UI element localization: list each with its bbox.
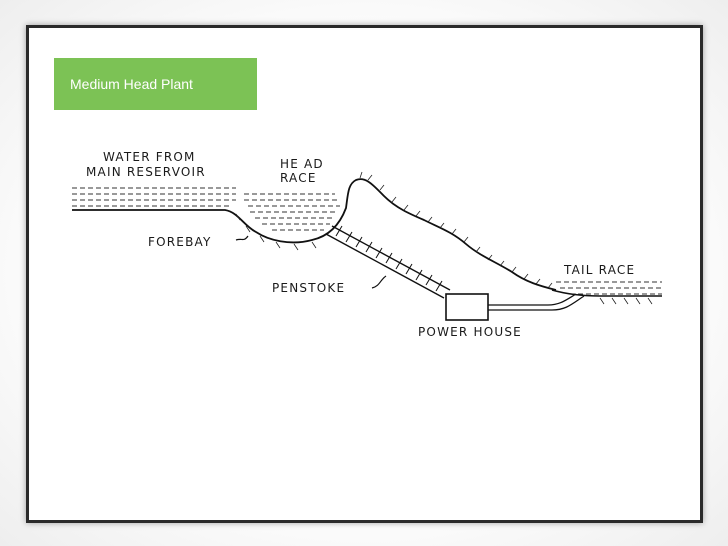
slope-texture <box>235 171 553 289</box>
penstock-hatch <box>335 225 443 292</box>
forebay-leader <box>235 235 249 241</box>
label-tail-race: TAIL RACE <box>563 263 635 277</box>
label-penstoke: PENSTOKE <box>272 281 345 295</box>
penstoke-leader <box>371 275 387 289</box>
power-house-block <box>445 293 489 321</box>
tail-race-bed <box>551 289 662 297</box>
penstock-pipe <box>325 225 451 299</box>
slide-title: Medium Head Plant <box>54 58 257 110</box>
tail-pipe <box>488 293 585 311</box>
ground-profile <box>72 178 557 291</box>
label-forebay: FOREBAY <box>148 235 212 249</box>
label-head: HE AD <box>280 157 324 171</box>
reservoir-water <box>72 187 340 231</box>
tail-bed-texture <box>599 297 653 305</box>
label-water-from: WATER FROM <box>103 150 196 164</box>
tail-race-water <box>556 281 662 295</box>
label-race: RACE <box>280 171 317 185</box>
label-power-house: POWER HOUSE <box>418 325 522 339</box>
label-main-reservoir: MAIN RESERVOIR <box>86 165 206 179</box>
